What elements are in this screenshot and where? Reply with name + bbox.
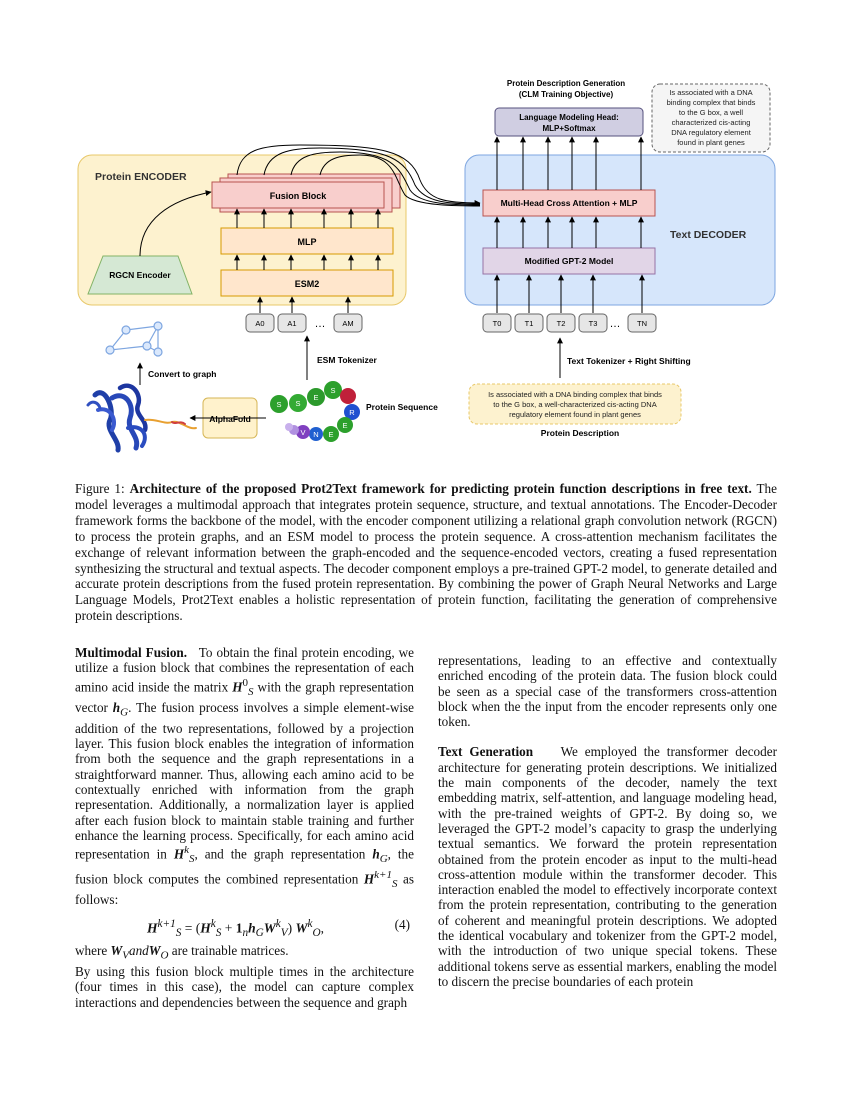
multiple-times-paragraph: By using this fusion block multiple time… [75, 964, 414, 1010]
caption-body: The model leverages a multimodal approac… [75, 481, 777, 624]
svg-text:characterized cis-acting: characterized cis-acting [672, 118, 751, 127]
esm-tokenizer-label: ESM Tokenizer [317, 355, 378, 365]
fusion-text-b: with the graph representation vector [75, 678, 414, 715]
left-column: Multimodal Fusion. To obtain the final p… [75, 645, 414, 1010]
svg-text:found in plant genes: found in plant genes [677, 138, 745, 147]
mlp-label: MLP [298, 237, 317, 247]
protein-structure-icon [86, 383, 197, 453]
text-generation-body: We employed the transformer decoder arch… [438, 744, 777, 989]
lm-head-label-line1: Language Modeling Head: [519, 113, 619, 122]
architecture-figure: Protein ENCODER Text DECODER Fusion Bloc… [77, 79, 776, 453]
svg-text:Is associated with a DNA bindi: Is associated with a DNA binding complex… [488, 390, 662, 399]
svg-text:…: … [610, 318, 621, 330]
generation-title-line2: (CLM Training Objective) [519, 90, 614, 99]
svg-text:T3: T3 [589, 319, 598, 328]
svg-text:E: E [328, 430, 333, 439]
alphafold-label: AlphaFold [209, 414, 251, 424]
mlp-block [220, 227, 394, 255]
trainable-paragraph: where WVandWO are trainable matrices. [75, 943, 289, 962]
svg-text:regulatory element found in pl: regulatory element found in plant genes [509, 410, 641, 419]
svg-text:DNA regulatory element: DNA regulatory element [671, 128, 752, 137]
equation-number: (4) [394, 917, 410, 933]
fusion-text-f: as follows: [75, 870, 414, 907]
caption-prefix: Figure 1: [75, 481, 130, 496]
fusion-block-label: Fusion Block [270, 191, 327, 201]
svg-text:T1: T1 [525, 319, 534, 328]
fusion-equation: Hk+1S = (HkS + 1nhGWkV) WkO, (4) [147, 917, 410, 940]
svg-text:E: E [313, 393, 318, 402]
protein-graph-icon [105, 321, 163, 357]
cross-attention-block [482, 189, 656, 217]
figure-caption: Figure 1: Architecture of the proposed P… [75, 481, 777, 624]
input-description-text: Is associated with a DNA binding complex… [488, 390, 662, 419]
protein-description-label: Protein Description [541, 428, 619, 438]
rgcn-encoder-label: RGCN Encoder [109, 270, 171, 280]
protein-encoder-label: Protein ENCODER [95, 171, 187, 183]
svg-text:to the G box, a well-character: to the G box, a well-characterized cis-a… [493, 400, 656, 409]
fusion-text-e: , the fusion block computes the combined… [75, 846, 414, 886]
svg-text:T2: T2 [557, 319, 566, 328]
svg-text:R: R [349, 408, 355, 417]
svg-text:Is associated with a DNA: Is associated with a DNA [669, 88, 752, 97]
esm2-block [220, 269, 394, 297]
svg-text:A0: A0 [255, 319, 264, 328]
svg-text:S: S [295, 399, 300, 408]
fusion-text-c: . The fusion process involves a simple e… [75, 699, 415, 862]
text-generation-paragraph: Text Generation We employed the transfor… [438, 744, 777, 989]
svg-text:E: E [342, 421, 347, 430]
text-generation-heading: Text Generation [438, 744, 534, 760]
svg-text:TN: TN [637, 319, 647, 328]
decoder-tokens: T0 T1 T2 T3 … TN [482, 313, 657, 333]
lm-head-label-line2: MLP+Softmax [542, 124, 596, 133]
sequence-beads-icon: S S E S R E E N V [270, 381, 360, 442]
caption-title: Architecture of the proposed Prot2Text f… [129, 481, 752, 496]
esm2-label: ESM2 [295, 279, 320, 289]
lm-head-block [494, 107, 644, 137]
fusion-heading: Multimodal Fusion. [75, 645, 188, 660]
svg-text:binding complex that binds: binding complex that binds [667, 98, 756, 107]
convert-to-graph-label: Convert to graph [148, 369, 216, 379]
fusion-block [211, 181, 385, 209]
generation-title-line1: Protein Description Generation [507, 79, 625, 88]
input-description-box [468, 383, 682, 425]
svg-text:T0: T0 [493, 319, 502, 328]
cross-attention-label: Multi-Head Cross Attention + MLP [501, 198, 638, 208]
svg-text:N: N [313, 430, 318, 439]
svg-text:S: S [276, 400, 281, 409]
fusion-text-a: To obtain the final protein encoding, we… [75, 645, 414, 694]
svg-text:…: … [315, 318, 326, 330]
svg-text:AM: AM [342, 319, 353, 328]
fusion-text-d: , and the graph representation [194, 846, 373, 862]
output-description-text: Is associated with a DNA binding complex… [667, 88, 756, 147]
svg-text:to the G box, a well: to the G box, a well [679, 108, 744, 117]
fusion-paragraph: Multimodal Fusion. To obtain the final p… [75, 645, 415, 907]
svg-text:V: V [300, 428, 305, 437]
encoder-tokens: A0 A1 … AM [245, 313, 363, 333]
gpt2-block [482, 247, 656, 275]
output-description-box [651, 83, 771, 153]
svg-text:S: S [330, 386, 335, 395]
svg-text:A1: A1 [287, 319, 296, 328]
gpt2-label: Modified GPT-2 Model [525, 256, 614, 266]
text-tokenizer-label: Text Tokenizer + Right Shifting [567, 356, 691, 366]
rgcn-encoder [87, 255, 193, 295]
right-column: representations, leading to an effective… [438, 653, 777, 989]
continuation-paragraph: representations, leading to an effective… [438, 653, 777, 730]
text-decoder-label: Text DECODER [670, 229, 747, 241]
protein-sequence-label: Protein Sequence [366, 402, 438, 412]
